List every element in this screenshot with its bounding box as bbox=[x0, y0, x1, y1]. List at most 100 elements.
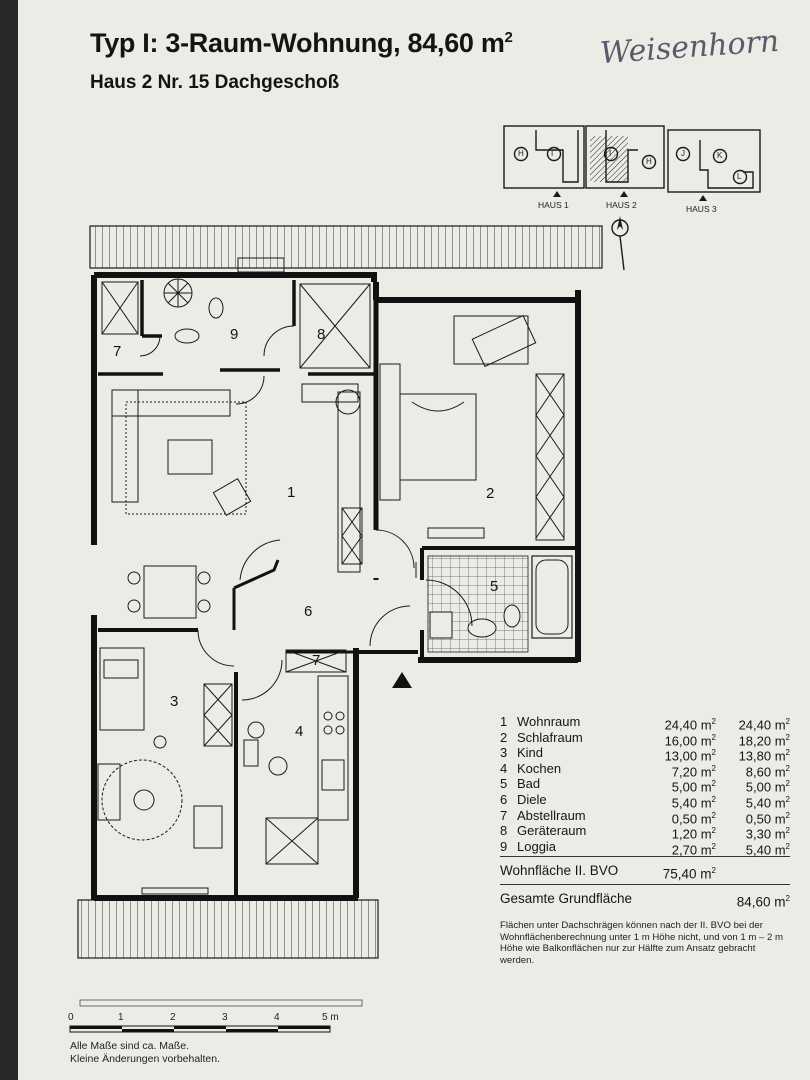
scale-label-3: 3 bbox=[222, 1012, 228, 1023]
area-row-number: 3 bbox=[500, 745, 508, 761]
footer-line-2: Kleine Änderungen vorbehalten. bbox=[70, 1053, 221, 1065]
divider bbox=[500, 856, 790, 858]
area-row-number: 7 bbox=[500, 807, 508, 823]
area-row: 5 Bad 5,00 m2 5,00 m2 bbox=[500, 776, 790, 795]
room-number-4: 4 bbox=[295, 723, 304, 740]
footer-line-1: Alle Maße sind ca. Maße. bbox=[70, 1040, 190, 1052]
keyplan-unit-j: J bbox=[681, 149, 685, 158]
room-number-3: 3 bbox=[170, 693, 179, 710]
area-row-name: Abstellraum bbox=[517, 807, 586, 823]
keyplan-unit-l: L bbox=[737, 172, 742, 181]
area-row-name: Loggia bbox=[517, 838, 557, 854]
area-row-floor-area: 3,30 m2 bbox=[745, 826, 790, 842]
area-row-living-area: 5,40 m2 bbox=[671, 794, 716, 811]
divider bbox=[500, 884, 790, 886]
entrance-marker bbox=[392, 672, 412, 688]
kitchen-fixtures bbox=[243, 675, 349, 865]
room-number-9: 9 bbox=[230, 326, 239, 343]
area-row-living-area: 13,00 m2 bbox=[664, 748, 716, 764]
area-row: 7 Abstellraum 0,50 m2 0,50 m2 bbox=[500, 807, 790, 826]
area-row-number: 6 bbox=[500, 791, 508, 807]
area-row-name: Diele bbox=[517, 791, 547, 807]
roof-strip-top bbox=[89, 225, 603, 269]
room-number-8: 8 bbox=[317, 326, 326, 343]
scale-bar bbox=[69, 1025, 331, 1033]
area-row-floor-area: 13,80 m2 bbox=[738, 748, 790, 764]
area-row-number: 5 bbox=[500, 776, 508, 792]
keyplan-unit-i: I bbox=[551, 149, 554, 158]
area-row-living-area: 5,00 m2 bbox=[671, 779, 716, 795]
scale-label-4: 4 bbox=[274, 1012, 280, 1023]
footnote-text: Flächen unter Dachschrägen können nach d… bbox=[500, 920, 784, 966]
room-number-5: 5 bbox=[490, 578, 499, 595]
area-row-name: Geräteraum bbox=[517, 823, 587, 839]
area-row: 9 Loggia 2,70 m2 5,40 m2 bbox=[500, 838, 790, 858]
area-row-number: 4 bbox=[500, 760, 508, 776]
storage-boxes bbox=[101, 281, 371, 673]
room-number-2: 2 bbox=[486, 485, 495, 502]
keyplan-unit-i2: I bbox=[609, 149, 612, 158]
room-number-1: 1 bbox=[287, 484, 296, 501]
area-row-name: Kochen bbox=[517, 760, 562, 776]
room-number-6: 6 bbox=[304, 603, 313, 620]
area-row-floor-area: 8,60 m2 bbox=[745, 763, 790, 780]
keyplan-house-1: HAUS 1 bbox=[538, 200, 569, 210]
area-row: 2 Schlafraum 16,00 m2 18,20 m2 bbox=[500, 729, 790, 748]
wohnflaeche-row: Wohnfläche II. BVO 75,40 m2 bbox=[500, 860, 790, 882]
area-row-floor-area: 18,20 m2 bbox=[738, 732, 790, 748]
keyplan-unit-k: K bbox=[717, 151, 723, 160]
area-row-name: Schlafraum bbox=[517, 729, 583, 745]
living-room-furniture bbox=[111, 383, 363, 619]
area-row-number: 9 bbox=[500, 838, 508, 854]
scale-label-0: 0 bbox=[68, 1012, 74, 1023]
area-row-floor-area: 5,40 m2 bbox=[745, 841, 790, 858]
keyplan-unit-h2: H bbox=[646, 157, 652, 166]
kids-room-furniture bbox=[97, 647, 233, 895]
scale-label-5: 5 m bbox=[322, 1012, 339, 1023]
room-number-7b: 7 bbox=[312, 652, 321, 669]
area-row: 6 Diele 5,40 m2 5,40 m2 bbox=[500, 791, 790, 811]
area-row-floor-area: 0,50 m2 bbox=[745, 810, 790, 826]
gesamt-label: Gesamte Grundfläche bbox=[500, 891, 633, 907]
loggia-furniture bbox=[163, 257, 285, 344]
area-row-living-area: 1,20 m2 bbox=[671, 826, 716, 842]
scale-label-1: 1 bbox=[118, 1012, 124, 1023]
room-number-7: 7 bbox=[113, 343, 122, 360]
brochure-page: Typ I: 3-Raum-Wohnung, 84,60 m2 Haus 2 N… bbox=[18, 0, 810, 1080]
area-row-living-area: 0,50 m2 bbox=[671, 810, 716, 826]
bathroom-fixtures bbox=[427, 555, 573, 653]
area-row-name: Bad bbox=[517, 776, 541, 792]
area-row-name: Wohnraum bbox=[517, 714, 581, 729]
area-row-floor-area: 5,40 m2 bbox=[745, 794, 790, 811]
area-row-number: 8 bbox=[500, 823, 508, 839]
area-row-floor-area: 24,40 m2 bbox=[738, 717, 790, 733]
keyplan-house-2: HAUS 2 bbox=[606, 200, 637, 210]
wohnflaeche-value: 75,40 m2 bbox=[662, 866, 716, 882]
page-subtitle: Haus 2 Nr. 15 Dachgeschoß bbox=[90, 72, 340, 93]
area-row-floor-area: 5,00 m2 bbox=[745, 779, 790, 795]
bedroom-furniture bbox=[379, 314, 565, 541]
page-title: Typ I: 3-Raum-Wohnung, 84,60 m2 bbox=[90, 28, 513, 58]
area-row-living-area: 2,70 m2 bbox=[671, 841, 716, 858]
area-row-living-area: 24,40 m2 bbox=[664, 717, 716, 733]
walls bbox=[91, 272, 581, 901]
area-row: 8 Geräteraum 1,20 m2 3,30 m2 bbox=[500, 823, 790, 842]
scale-label-2: 2 bbox=[170, 1012, 176, 1023]
floor-plan-drawing bbox=[77, 125, 761, 1007]
wohnflaeche-label: Wohnfläche II. BVO bbox=[500, 863, 619, 879]
keyplan-house-3: HAUS 3 bbox=[686, 204, 717, 214]
area-row: 3 Kind 13,00 m2 13,80 m2 bbox=[500, 745, 790, 764]
door-swings bbox=[139, 325, 473, 701]
area-row-living-area: 16,00 m2 bbox=[664, 732, 716, 748]
keyplan-unit-h: H bbox=[518, 149, 524, 158]
area-row-name: Kind bbox=[517, 745, 544, 761]
area-row-living-area: 7,20 m2 bbox=[671, 763, 716, 780]
area-row: 4 Kochen 7,20 m2 8,60 m2 bbox=[500, 760, 790, 780]
footer-note: Alle Maße sind ca. Maße. Kleine Änderung… bbox=[70, 1040, 220, 1066]
gesamt-value: 84,60 m2 bbox=[736, 894, 790, 910]
area-row-number: 2 bbox=[500, 729, 508, 745]
gesamt-row: Gesamte Grundfläche 84,60 m2 bbox=[500, 888, 790, 910]
key-plan bbox=[503, 125, 761, 271]
